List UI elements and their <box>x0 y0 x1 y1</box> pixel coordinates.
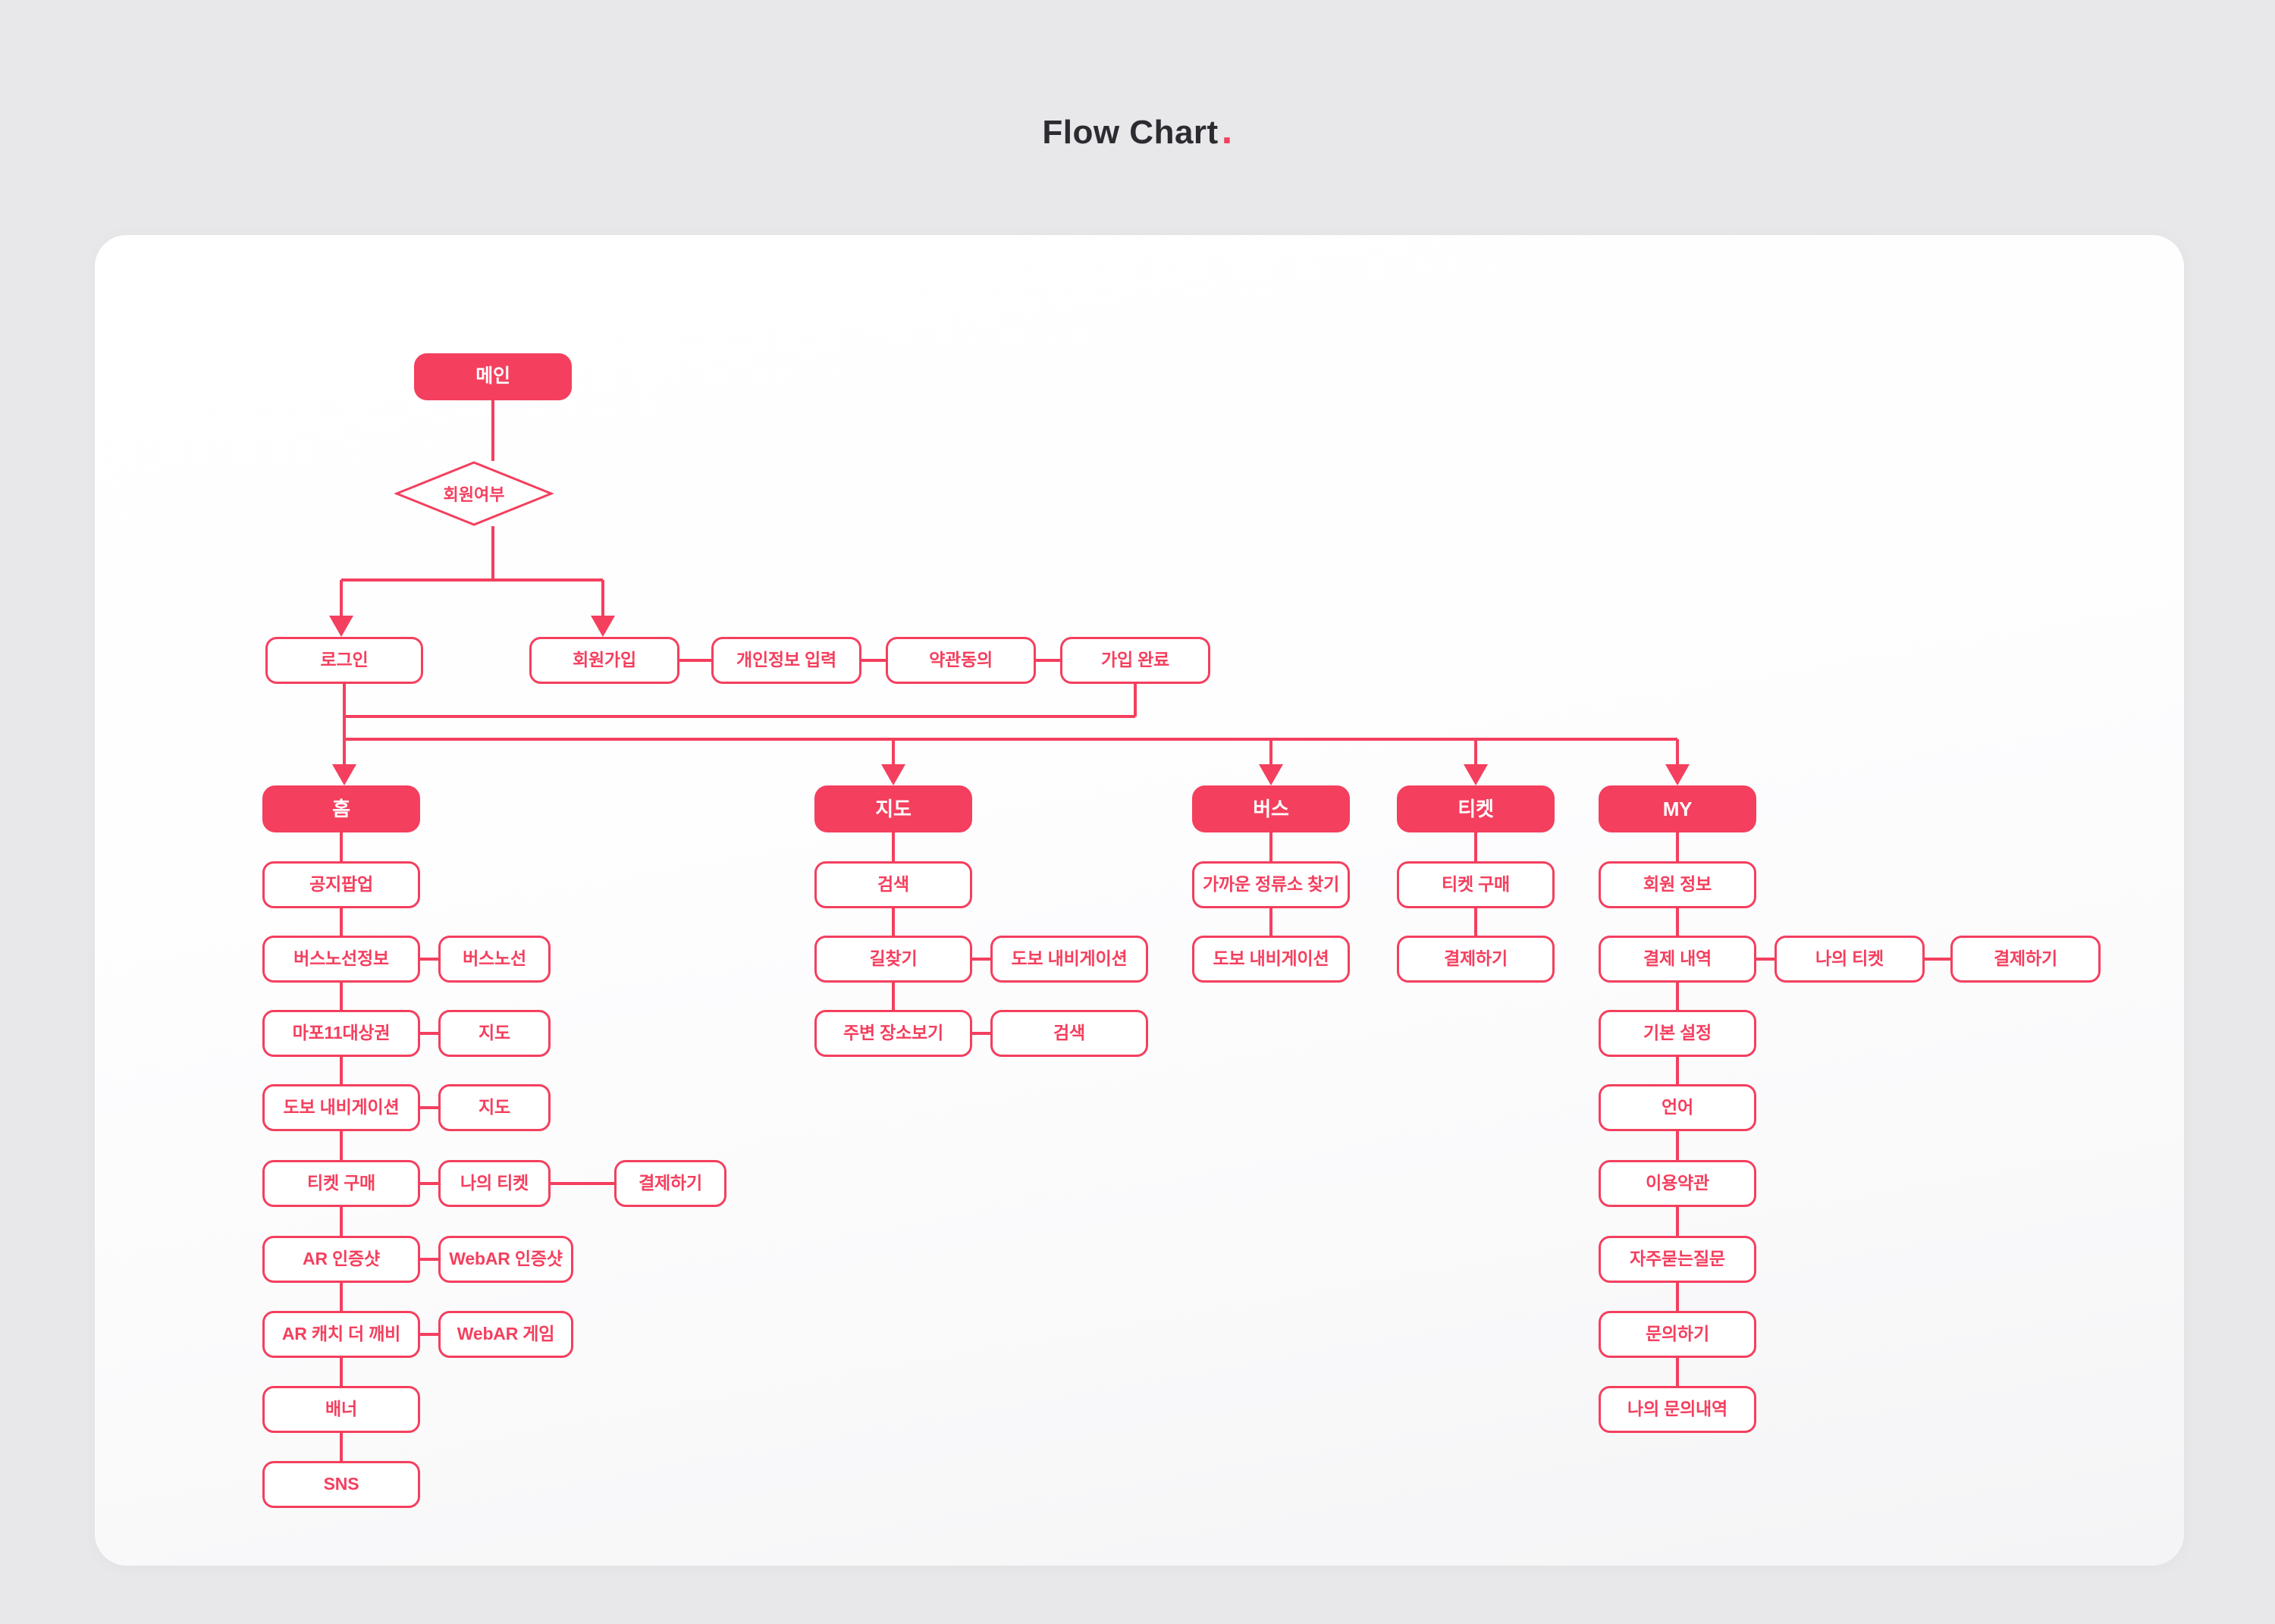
flow-node-h7[interactable]: AR 캐치 더 깨비 <box>262 1311 420 1358</box>
flow-node-label: 홈 <box>332 797 350 820</box>
flow-node-label: MY <box>1662 797 1693 820</box>
flow-node-h9[interactable]: SNS <box>262 1461 420 1508</box>
flow-node-label: SNS <box>323 1474 359 1494</box>
flow-node-h1[interactable]: 공지팝업 <box>262 861 420 908</box>
flow-node-main[interactable]: 메인 <box>414 353 572 400</box>
flow-node-label: 결제하기 <box>1444 948 1508 969</box>
page-title: Flow Chart. <box>0 111 2275 152</box>
flow-node-y3[interactable]: 기본 설정 <box>1599 1010 1756 1057</box>
flow-node-b2[interactable]: 도보 내비게이션 <box>1192 936 1350 983</box>
flow-node-h3[interactable]: 마포11대상권 <box>262 1010 420 1057</box>
flow-node-sec_bus[interactable]: 버스 <box>1192 785 1350 832</box>
flow-node-label: 마포11대상권 <box>292 1023 391 1043</box>
flow-node-signup[interactable]: 회원가입 <box>529 637 679 684</box>
flow-node-t2[interactable]: 결제하기 <box>1397 936 1555 983</box>
flow-node-signup_done[interactable]: 가입 완료 <box>1060 637 1210 684</box>
flow-node-h6[interactable]: AR 인증샷 <box>262 1236 420 1283</box>
flow-node-h4a[interactable]: 지도 <box>438 1084 551 1131</box>
flow-node-label: 자주묻는질문 <box>1630 1249 1725 1269</box>
flow-node-y7[interactable]: 문의하기 <box>1599 1311 1756 1358</box>
flow-node-label: 도보 내비게이션 <box>1011 948 1128 969</box>
flow-node-sec_map[interactable]: 지도 <box>814 785 972 832</box>
flow-node-label: 지도 <box>875 797 912 820</box>
flow-node-label: 버스노선 <box>463 948 526 969</box>
flow-node-h5b[interactable]: 결제하기 <box>614 1160 726 1207</box>
flow-node-terms[interactable]: 약관동의 <box>886 637 1036 684</box>
flow-node-label: 배너 <box>325 1399 357 1419</box>
flow-node-label: 주변 장소보기 <box>843 1023 943 1043</box>
flow-node-y5[interactable]: 이용약관 <box>1599 1160 1756 1207</box>
page-title-text: Flow Chart <box>1042 114 1219 151</box>
flow-node-h7a[interactable]: WebAR 게임 <box>438 1311 573 1358</box>
flow-node-h5[interactable]: 티켓 구매 <box>262 1160 420 1207</box>
flow-node-m3a[interactable]: 검색 <box>990 1010 1148 1057</box>
flow-node-label: 도보 내비게이션 <box>283 1097 400 1118</box>
flow-node-sec_my[interactable]: MY <box>1599 785 1756 832</box>
flow-node-m1[interactable]: 검색 <box>814 861 972 908</box>
flow-node-label: 결제 내역 <box>1643 948 1712 969</box>
flow-node-m3[interactable]: 주변 장소보기 <box>814 1010 972 1057</box>
flow-node-label: 지도 <box>479 1023 510 1043</box>
flow-node-label: 검색 <box>1053 1023 1085 1043</box>
flow-node-label: 공지팝업 <box>309 874 373 895</box>
flow-node-label: WebAR 게임 <box>457 1324 555 1344</box>
flow-node-label: AR 캐치 더 깨비 <box>281 1324 401 1344</box>
flow-node-sec_home[interactable]: 홈 <box>262 785 420 832</box>
flow-node-label: 로그인 <box>320 650 369 670</box>
diamond-shape-icon <box>394 461 554 526</box>
flow-node-label: 도보 내비게이션 <box>1213 948 1329 969</box>
flow-node-label: 지도 <box>479 1097 510 1118</box>
flow-node-label: 티켓 구매 <box>1441 874 1511 895</box>
flow-node-t1[interactable]: 티켓 구매 <box>1397 861 1555 908</box>
flow-node-label: 메인 <box>475 365 510 387</box>
flow-node-label: 언어 <box>1662 1097 1693 1118</box>
flow-node-y2b[interactable]: 결제하기 <box>1950 936 2101 983</box>
flow-node-label: 검색 <box>877 874 909 895</box>
flow-node-h2a[interactable]: 버스노선 <box>438 936 551 983</box>
flow-node-label: 가입 완료 <box>1100 650 1170 670</box>
flow-node-b1[interactable]: 가까운 정류소 찾기 <box>1192 861 1350 908</box>
flow-node-label: 회원가입 <box>573 650 636 670</box>
flow-node-h6a[interactable]: WebAR 인증샷 <box>438 1236 573 1283</box>
flow-node-h5a[interactable]: 나의 티켓 <box>438 1160 551 1207</box>
flow-node-label: 가까운 정류소 찾기 <box>1202 874 1340 895</box>
flow-node-label: 결제하기 <box>639 1173 702 1193</box>
flow-node-h8[interactable]: 배너 <box>262 1386 420 1433</box>
flow-node-h4[interactable]: 도보 내비게이션 <box>262 1084 420 1131</box>
flow-node-y8[interactable]: 나의 문의내역 <box>1599 1386 1756 1433</box>
flow-node-m2[interactable]: 길찾기 <box>814 936 972 983</box>
flow-node-label: 나의 문의내역 <box>1627 1399 1727 1419</box>
flow-node-label: 길찾기 <box>869 948 918 969</box>
flow-node-label: 결제하기 <box>1994 948 2057 969</box>
flow-node-sec_ticket[interactable]: 티켓 <box>1397 785 1555 832</box>
flow-node-label: AR 인증샷 <box>303 1249 380 1269</box>
flow-node-label: 문의하기 <box>1646 1324 1709 1344</box>
flow-node-m2a[interactable]: 도보 내비게이션 <box>990 936 1148 983</box>
flow-node-label: 나의 티켓 <box>1815 948 1884 969</box>
flow-node-login[interactable]: 로그인 <box>265 637 423 684</box>
flow-node-label: 티켓 구매 <box>306 1173 376 1193</box>
flow-node-label: 버스 <box>1253 797 1289 820</box>
flow-node-label: WebAR 인증샷 <box>449 1249 563 1269</box>
decision-node-membership[interactable]: 회원여부 <box>394 461 554 526</box>
flow-node-label: 기본 설정 <box>1643 1023 1712 1043</box>
flow-node-h2[interactable]: 버스노선정보 <box>262 936 420 983</box>
decision-node-label: 회원여부 <box>443 485 505 504</box>
flow-node-label: 버스노선정보 <box>293 948 389 969</box>
flow-node-label: 개인정보 입력 <box>736 650 836 670</box>
flow-node-info_input[interactable]: 개인정보 입력 <box>711 637 861 684</box>
flow-node-y2[interactable]: 결제 내역 <box>1599 936 1756 983</box>
flow-node-label: 회원 정보 <box>1643 874 1712 895</box>
flow-node-y4[interactable]: 언어 <box>1599 1084 1756 1131</box>
flow-node-label: 약관동의 <box>929 650 993 670</box>
flow-node-h3a[interactable]: 지도 <box>438 1010 551 1057</box>
flow-node-y2a[interactable]: 나의 티켓 <box>1774 936 1925 983</box>
flow-node-y6[interactable]: 자주묻는질문 <box>1599 1236 1756 1283</box>
flow-node-label: 이용약관 <box>1646 1173 1709 1193</box>
flow-node-y1[interactable]: 회원 정보 <box>1599 861 1756 908</box>
flow-node-label: 티켓 <box>1458 797 1494 820</box>
flow-node-label: 나의 티켓 <box>460 1173 529 1193</box>
title-dot-icon: . <box>1221 108 1233 152</box>
